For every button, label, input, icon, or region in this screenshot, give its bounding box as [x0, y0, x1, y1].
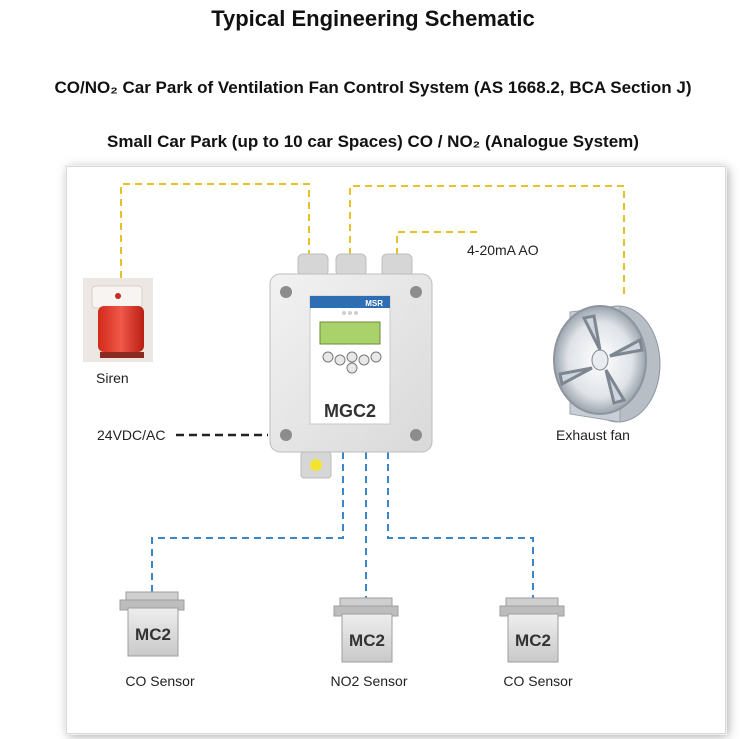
sensor-3: MC2 — [499, 597, 565, 663]
controller-mgc2: MSR MGC2 — [269, 253, 433, 479]
analog-out-wire — [396, 231, 480, 255]
controller-name: MGC2 — [324, 401, 376, 421]
system-title: Small Car Park (up to 10 car Spaces) CO … — [107, 132, 639, 151]
alarm-wires — [120, 183, 625, 296]
siren-image — [83, 278, 153, 362]
fan-wire — [349, 185, 625, 296]
analog-out-label: 4-20mA AO — [467, 242, 539, 258]
siren-wire — [120, 183, 310, 278]
sensor-3-label: CO Sensor — [503, 673, 573, 689]
exhaust-fan-image — [553, 305, 661, 423]
lcd-display — [319, 321, 381, 345]
sensor-wires — [151, 452, 534, 598]
siren-label: Siren — [96, 370, 129, 386]
status-led — [310, 459, 322, 471]
sensor-1: MC2 — [119, 591, 185, 657]
controller-header — [310, 296, 390, 308]
sensor-2: MC2 — [333, 597, 399, 663]
keypad — [322, 351, 382, 374]
sensor-1-model: MC2 — [135, 625, 171, 644]
brand-logo: MSR — [365, 299, 383, 308]
sensor-wire-3 — [387, 452, 534, 598]
exhaust-fan-label: Exhaust fan — [556, 427, 630, 443]
sensor-2-model: MC2 — [349, 631, 385, 650]
subtitle: CO/NO₂ Car Park of Ventilation Fan Contr… — [54, 78, 692, 97]
page-title: Typical Engineering Schematic — [211, 6, 535, 31]
sensor-2-label: NO2 Sensor — [330, 673, 407, 689]
sensor-1-label: CO Sensor — [125, 673, 195, 689]
sensor-wire-1 — [151, 452, 344, 593]
power-label: 24VDC/AC — [97, 427, 165, 443]
sensor-3-model: MC2 — [515, 631, 551, 650]
